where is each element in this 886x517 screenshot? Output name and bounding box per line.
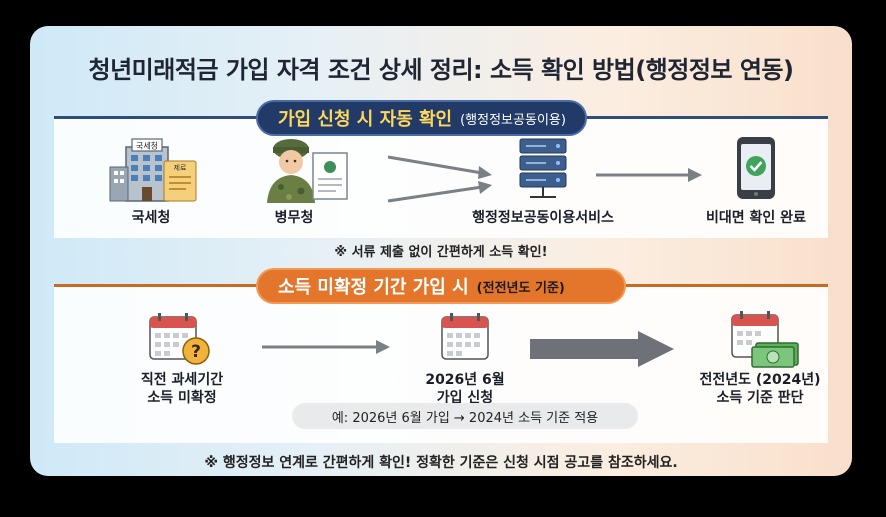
- calendar-money-icon: [731, 311, 799, 368]
- auto-check-note: ※ 서류 제출 없이 간편하게 소득 확인!: [334, 245, 548, 260]
- node-undetermined-line2: 소득 미확정: [147, 390, 217, 406]
- node-base-year-line2: 소득 기준 판단: [716, 390, 804, 406]
- example-note: 예: 2026년 6월 가입 → 2024년 소득 기준 적용: [292, 403, 638, 429]
- svg-text:?: ?: [191, 342, 201, 362]
- tax-doc-label: 제료: [174, 164, 187, 172]
- auto-check-panel: 가입 신청 시 자동 확인 (행정정보공동이용) 국세청 제료 국세청: [54, 100, 828, 238]
- node-tax-office-label: 국세청: [131, 210, 171, 226]
- calendar-icon: [441, 313, 489, 360]
- node-service-label: 행정정보공동이용서비스: [472, 210, 614, 226]
- auto-check-heading: 가입 신청 시 자동 확인 (행정정보공동이용): [256, 100, 587, 136]
- node-mma-label: 병무청: [274, 210, 314, 226]
- node-complete-label: 비대면 확인 완료: [706, 210, 806, 226]
- merge-arrows-icon: [387, 155, 492, 203]
- undetermined-heading-sub: (전전년도 기준): [476, 280, 565, 296]
- auto-check-heading-main: 가입 신청 시 자동 확인: [278, 109, 453, 130]
- smartphone-check-icon: [737, 137, 775, 199]
- auto-check-heading-sub: (행정정보공동이용): [460, 112, 566, 128]
- tax-office-building-icon: 국세청 제료: [109, 138, 197, 202]
- server-icon: [519, 138, 567, 198]
- node-apply-line2: 가입 신청: [436, 390, 494, 406]
- node-base-year-label: 전전년도 (2024년) 소득 기준 판단: [699, 371, 820, 407]
- undetermined-income-panel: 소득 미확정 기간 가입 시 (전전년도 기준) ? 직전 과세기간 소득 미확…: [54, 268, 828, 443]
- tax-office-sign: 국세청: [136, 142, 158, 151]
- arrow-right-bold-icon: [530, 331, 674, 367]
- node-undetermined-label: 직전 과세기간 소득 미확정: [141, 371, 223, 407]
- infographic-card: 청년미래적금 가입 자격 조건 상세 정리: 소득 확인 방법(행정정보 연동)…: [30, 26, 852, 476]
- soldier-document-icon: [267, 139, 348, 203]
- node-base-year-line1: 전전년도 (2024년): [699, 372, 821, 388]
- arrow-right-icon: [596, 168, 702, 182]
- calendar-question-icon: ?: [149, 313, 210, 365]
- node-apply-label: 2026년 6월 가입 신청: [425, 371, 504, 407]
- node-undetermined-line1: 직전 과세기간: [140, 372, 224, 388]
- undetermined-heading: 소득 미확정 기간 가입 시 (전전년도 기준): [256, 268, 626, 304]
- node-apply-line1: 2026년 6월: [425, 372, 505, 388]
- undetermined-heading-main: 소득 미확정 기간 가입 시: [278, 277, 469, 298]
- page-title: 청년미래적금 가입 자격 조건 상세 정리: 소득 확인 방법(행정정보 연동): [88, 56, 794, 84]
- footnote: ※ 행정정보 연계로 간편하게 확인! 정확한 기준은 신청 시점 공고를 참조…: [204, 455, 678, 471]
- arrow-right-thin-icon: [262, 340, 390, 354]
